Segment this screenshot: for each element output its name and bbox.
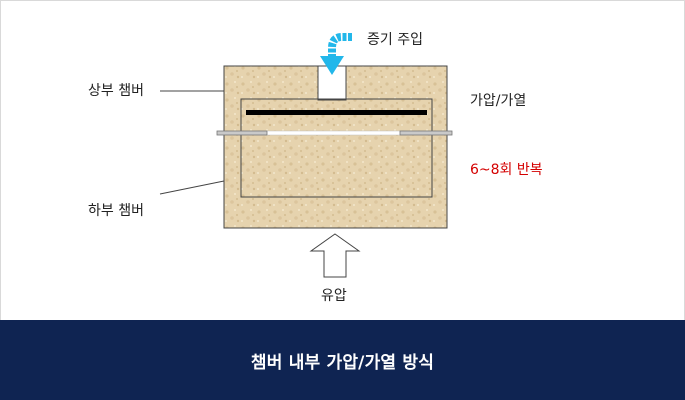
upper-chamber-label: 상부 챔버 xyxy=(88,83,144,99)
clamp-rod-right xyxy=(399,130,453,136)
chamber-diagram xyxy=(159,33,453,278)
repeat-label: 6~8회 반복 xyxy=(470,162,543,178)
clamp-rod-left xyxy=(216,130,268,136)
heat-press-label: 가압/가열 xyxy=(470,93,527,109)
hydraulic-label: 유압 xyxy=(321,288,347,304)
lower-chamber-label: 하부 챔버 xyxy=(88,203,144,219)
heater-bar xyxy=(246,110,427,115)
footer-banner: 챔버 내부 가압/가열 방식 xyxy=(0,320,685,400)
footer-title: 챔버 내부 가압/가열 방식 xyxy=(250,352,435,373)
steam-arrow-icon xyxy=(320,33,352,75)
lower-chamber-leader xyxy=(159,180,225,195)
hydraulic-arrow-icon xyxy=(309,233,361,278)
steam-injection-label: 증기 주입 xyxy=(367,32,423,48)
sample-sheet xyxy=(255,130,407,136)
